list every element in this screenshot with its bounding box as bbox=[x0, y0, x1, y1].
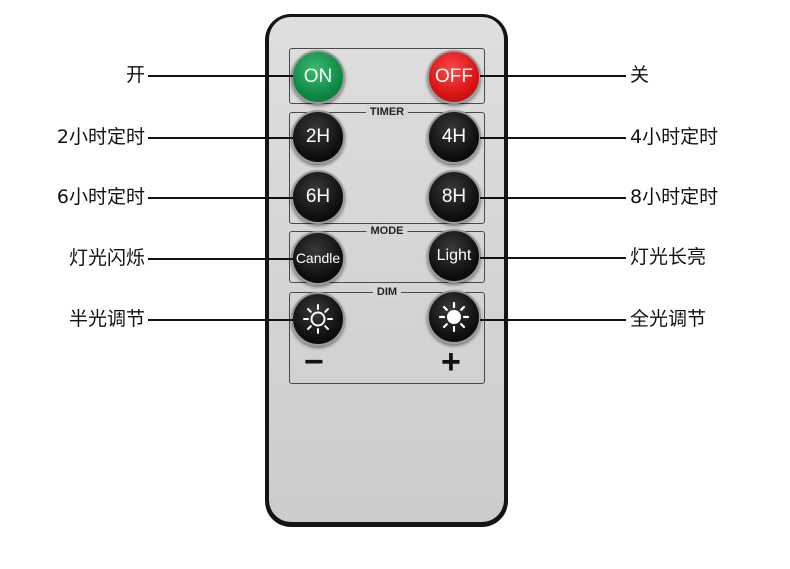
off-button[interactable]: OFF bbox=[427, 50, 481, 104]
callout-line-2h bbox=[148, 137, 293, 139]
callout-2h: 2小时定时 bbox=[56, 126, 145, 148]
minus-sign: − bbox=[304, 343, 324, 381]
callout-off: 关 bbox=[630, 64, 650, 86]
timer-6h-button[interactable]: 6H bbox=[291, 170, 345, 224]
callout-line-6h bbox=[148, 197, 293, 199]
callout-4h: 4小时定时 bbox=[630, 126, 719, 148]
off-button-label: OFF bbox=[435, 66, 473, 87]
dim-plus-button[interactable] bbox=[427, 290, 481, 344]
candle-button[interactable]: Candle bbox=[291, 231, 345, 285]
callout-line-light bbox=[480, 257, 626, 259]
callout-light: 灯光长亮 bbox=[630, 246, 707, 268]
on-button-label: ON bbox=[303, 66, 333, 87]
light-button-label: Light bbox=[436, 247, 472, 264]
timer-8h-button[interactable]: 8H bbox=[427, 170, 481, 224]
callout-dim-plus: 全光调节 bbox=[630, 308, 707, 330]
plus-sign: + bbox=[441, 343, 461, 381]
sun-outline-icon bbox=[303, 304, 333, 334]
dim-minus-button[interactable] bbox=[291, 292, 345, 346]
callout-line-candle bbox=[148, 258, 293, 260]
callout-8h: 8小时定时 bbox=[630, 186, 719, 208]
callout-line-on bbox=[148, 75, 293, 77]
callout-dim-minus: 半光调节 bbox=[68, 308, 145, 330]
callout-line-off bbox=[480, 75, 626, 77]
sun-filled-icon bbox=[438, 301, 470, 333]
timer-8h-label: 8H bbox=[441, 186, 467, 207]
light-button[interactable]: Light bbox=[427, 229, 481, 283]
timer-4h-button[interactable]: 4H bbox=[427, 110, 481, 164]
callout-line-8h bbox=[480, 197, 626, 199]
callout-line-dim-plus bbox=[480, 319, 626, 321]
callout-line-dim-minus bbox=[148, 319, 293, 321]
dim-label: DIM bbox=[372, 285, 402, 299]
timer-2h-label: 2H bbox=[305, 126, 331, 147]
timer-6h-label: 6H bbox=[305, 186, 331, 207]
callout-on: 开 bbox=[125, 64, 145, 86]
on-button[interactable]: ON bbox=[291, 50, 345, 104]
callout-6h: 6小时定时 bbox=[56, 186, 145, 208]
timer-panel: TIMER bbox=[289, 105, 485, 224]
mode-label: MODE bbox=[366, 224, 408, 238]
timer-label: TIMER bbox=[365, 105, 409, 119]
dim-panel: DIM bbox=[289, 285, 485, 384]
candle-button-label: Candle bbox=[295, 250, 341, 266]
timer-4h-label: 4H bbox=[441, 126, 467, 147]
timer-2h-button[interactable]: 2H bbox=[291, 110, 345, 164]
callout-line-4h bbox=[480, 137, 626, 139]
callout-candle: 灯光闪烁 bbox=[68, 247, 145, 269]
